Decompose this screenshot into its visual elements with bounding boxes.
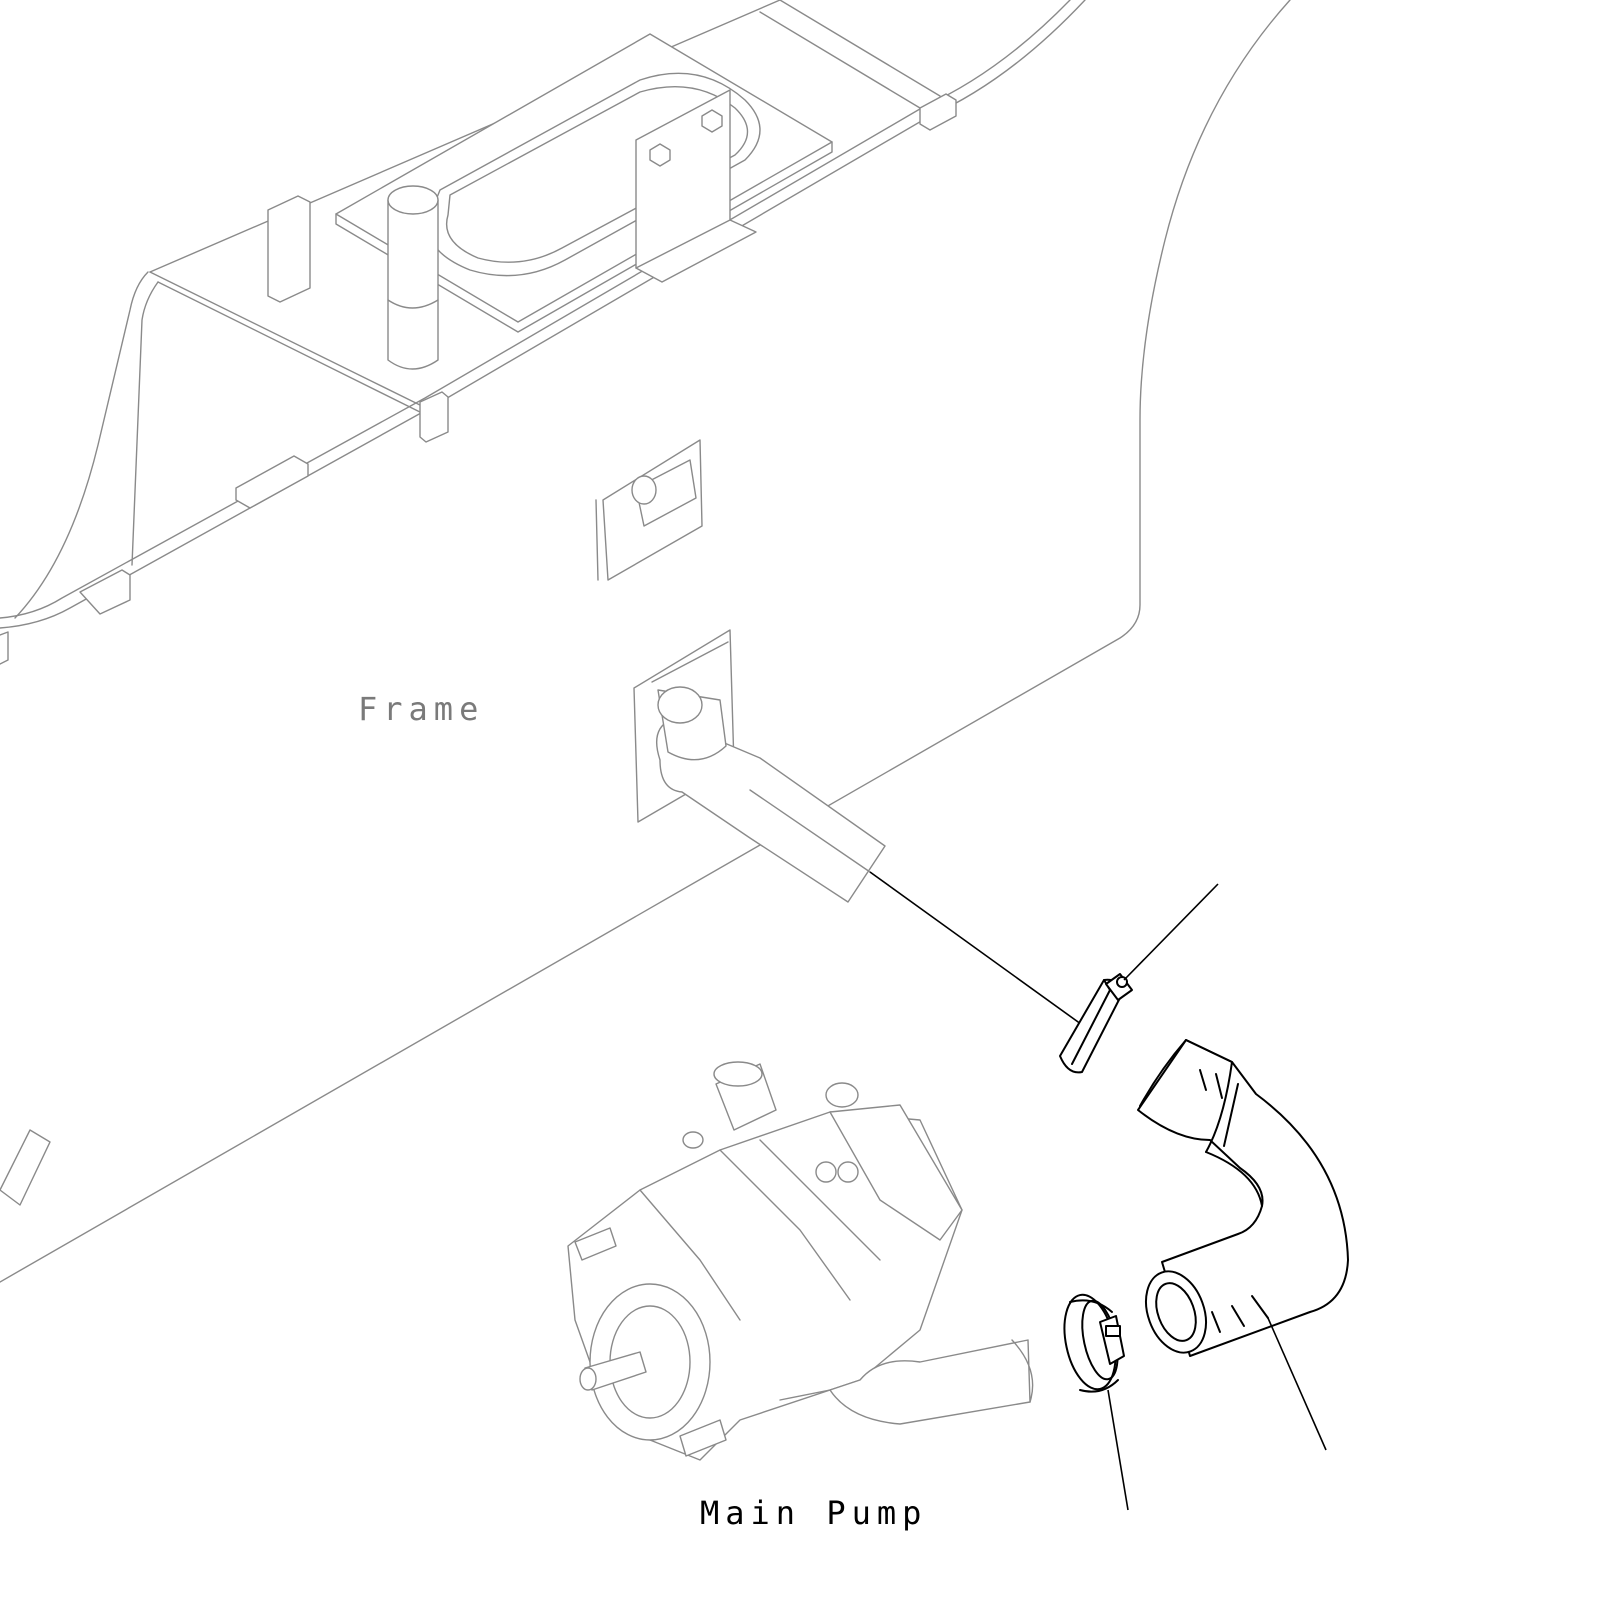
frame-assembly (0, 0, 1291, 1283)
hose-cuff-upper (1185, 1039, 1233, 1153)
frame-block-upper (267, 195, 311, 303)
nut-1 (649, 143, 671, 167)
frame-label: Frame (358, 690, 484, 728)
frame-inner-wall-2 (149, 271, 433, 419)
main-pump-label: Main Pump (700, 1494, 927, 1532)
nut-2 (701, 109, 723, 133)
pump-stub-left (574, 1227, 617, 1261)
frame-port-plate-upper (595, 439, 703, 581)
hose-inner-curve (1205, 1151, 1263, 1207)
leader-clamp-upper (1123, 883, 1219, 981)
pump-knob-4 (837, 1161, 859, 1183)
main-pump (567, 1061, 1034, 1461)
hose-body (1137, 1039, 1349, 1357)
pump-knob-1 (825, 1082, 859, 1108)
hose-clamp-lower (1063, 1293, 1125, 1393)
frame-edge-bracket (0, 631, 9, 665)
frame-corner-block (919, 93, 957, 131)
frame-right-edge (759, 0, 941, 109)
frame-clip-left (79, 569, 131, 615)
pump-detail-lines (639, 1139, 881, 1401)
leader-hose (1267, 1317, 1327, 1451)
frame-bracket (635, 89, 757, 283)
leader-clamp-lower (1107, 1389, 1129, 1511)
frame-plate-opening (427, 72, 761, 277)
frame-port-plate-lower (633, 629, 886, 903)
frame-plate-opening-inner (446, 86, 749, 263)
leader-frame-to-clamp (869, 871, 1093, 1033)
frame-block-lower (235, 455, 309, 509)
pump-knob-3 (815, 1161, 837, 1183)
frame-clip-bottom-left (0, 1129, 51, 1206)
hose-lower-end (1145, 1270, 1207, 1354)
pump-flange (589, 1283, 711, 1441)
frame-inner-wall (14, 0, 781, 619)
hose-clamp-upper (1059, 973, 1133, 1074)
suction-hose (1137, 1039, 1349, 1357)
pump-knob-2 (682, 1131, 704, 1149)
pump-outlet-hose (829, 1339, 1031, 1425)
frame-clip-mid (419, 391, 449, 443)
frame-stand-pipe (387, 185, 439, 370)
pump-rear-housing (829, 1104, 963, 1241)
frame-plate-edge (335, 141, 833, 333)
pump-stub-bottom (679, 1419, 727, 1457)
